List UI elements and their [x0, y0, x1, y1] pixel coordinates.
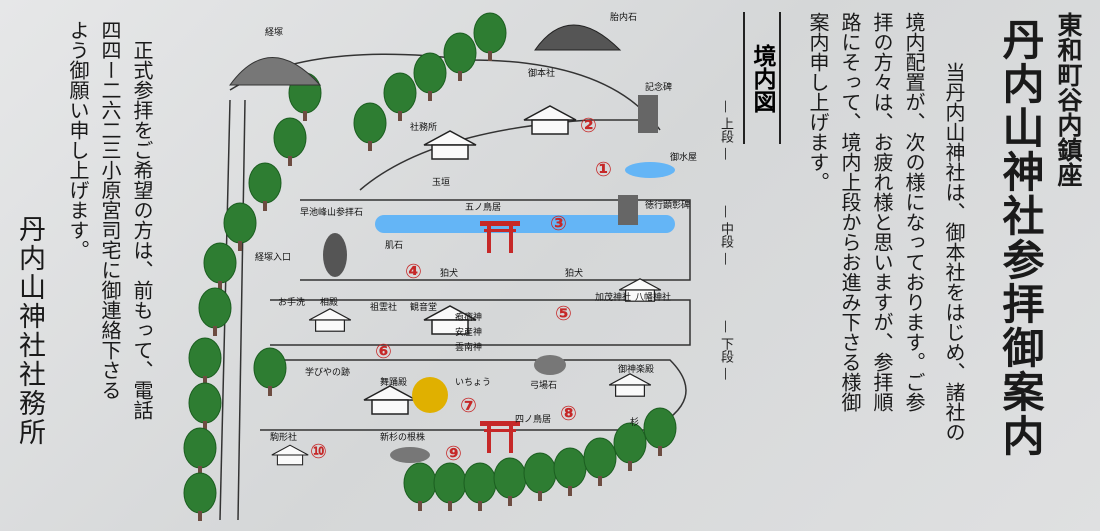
marker-1: ① — [595, 157, 612, 181]
signature: 丹内山神社社務所 — [14, 215, 45, 447]
label-yonnotorii: 四ノ鳥居 — [515, 413, 551, 425]
label-komagata: 駒形社 — [270, 431, 297, 443]
notice-line-1: 正式参拝をご希望の方は、前もって、電話 — [130, 40, 154, 420]
label-goshiro-torii: 五ノ鳥居 — [465, 201, 501, 213]
label-kamo: 加茂神社 — [595, 291, 631, 303]
hayaike-stone — [323, 233, 347, 277]
label-kannon: 観音堂 — [410, 301, 437, 313]
pond-middle — [375, 215, 675, 233]
label-komainu-right: 狛犬 — [565, 267, 583, 279]
label-sorei: 祖霊社 — [370, 301, 397, 313]
label-manabiya: 学びやの跡 — [305, 366, 350, 378]
label-misuya: 御水屋 — [670, 151, 697, 163]
kinenhi-stone — [638, 95, 658, 133]
label-anzan: 安産神 — [455, 326, 482, 338]
section-middle: — 中段 — — [718, 205, 733, 266]
label-kagura: 御神楽殿 — [618, 363, 654, 375]
komagata-building — [271, 444, 309, 466]
label-hachiman: 八幡神社 — [635, 291, 671, 303]
marker-5: ⑤ — [555, 301, 572, 325]
marker-2: ② — [580, 113, 597, 137]
shamusho-building — [423, 130, 477, 160]
label-hoso: 疱瘡神 — [455, 311, 482, 323]
marker-3: ③ — [550, 211, 567, 235]
label-kyozuka-iriguchi: 経塚入口 — [255, 251, 291, 263]
intro-line-2: 境内配置が、次の様になっております。ご参 — [902, 12, 926, 412]
label-hayaikeho: 早池峰山参拝石 — [300, 206, 363, 218]
section-upper: — 上段 — — [718, 100, 733, 161]
label-shinsugi: 新杉の根株 — [380, 431, 425, 443]
map-title: 境内図 — [743, 12, 781, 144]
label-sugi: 杉 — [630, 416, 639, 428]
aidono-building — [308, 308, 352, 332]
icho-tree — [412, 377, 448, 413]
marker-4: ④ — [405, 259, 422, 283]
goshiro-torii-icon — [480, 221, 520, 253]
marker-10: ⑩ — [310, 439, 327, 463]
shinsugi-stump — [390, 447, 430, 463]
marker-7: ⑦ — [460, 393, 477, 417]
page-title: 丹内山神社参拝御案内 — [996, 18, 1045, 458]
intro-line-5: 案内申し上げます。 — [806, 12, 830, 192]
label-unnan: 雲南神 — [455, 341, 482, 353]
gohonsha-building — [523, 105, 577, 135]
marker-9: ⑨ — [445, 441, 462, 465]
tainai-ishi-rock — [534, 24, 622, 51]
yonnotorii-icon — [480, 421, 520, 453]
marker-6: ⑥ — [375, 339, 392, 363]
label-aidono: 相殿 — [320, 296, 338, 308]
maiodono-building — [363, 385, 417, 415]
notice-line-2: 四四ー二六二三小原宮司宅に御連絡下さる — [98, 20, 122, 400]
label-hadaishi: 肌石 — [385, 240, 403, 251]
label-kyozuka: 経塚 — [265, 26, 283, 38]
label-komainu-left: 狛犬 — [440, 267, 458, 279]
location-heading: 東和町谷内鎮座 — [1054, 12, 1083, 187]
label-shamusho: 社務所 — [410, 121, 437, 133]
tokugyo-stone — [618, 195, 638, 225]
label-gohonsha: 御本社 — [528, 67, 555, 79]
label-otearai: お手洗 — [278, 296, 305, 308]
pond-upper — [625, 162, 675, 178]
label-kinenhi: 記念碑 — [645, 81, 672, 93]
marker-8: ⑧ — [560, 401, 577, 425]
yumiba-stone — [534, 355, 566, 375]
kyozuka-mound — [229, 57, 322, 86]
notice-line-3: よう御願い申し上げます。 — [66, 20, 90, 260]
label-tamagaki: 玉垣 — [432, 177, 450, 188]
precinct-map: 経塚 胎内石 御本社 記念碑 社務所 玉垣 御水屋 早池峰山参拝石 徳行顕彰碑 … — [183, 11, 697, 522]
intro-line-1: 当丹内山神社は、御本社をはじめ、諸社の — [942, 62, 966, 442]
label-tainaiishi: 胎内石 — [610, 11, 637, 23]
intro-line-3: 拝の方々は、お疲れ様と思いますが、参拝順 — [870, 12, 894, 412]
intro-line-4: 路にそって、境内上段からお進み下さる様御 — [838, 12, 862, 412]
section-lower: — 下段 — — [718, 320, 733, 381]
label-icho: いちょう — [455, 377, 491, 388]
label-tokugyo: 徳行顕彰碑 — [645, 199, 690, 211]
label-yumibaishi: 弓場石 — [530, 379, 557, 391]
kagura-building — [608, 373, 652, 397]
label-maiodono: 舞踊殿 — [380, 377, 407, 388]
